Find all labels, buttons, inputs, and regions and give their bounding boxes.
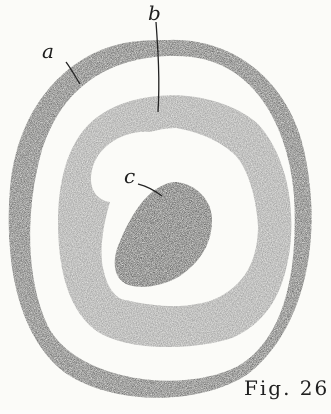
label-c: c	[124, 166, 135, 186]
label-b: b	[148, 3, 161, 23]
label-a: a	[42, 41, 54, 61]
figure-caption: Fig. 26	[244, 376, 329, 400]
inner-core	[115, 182, 212, 287]
